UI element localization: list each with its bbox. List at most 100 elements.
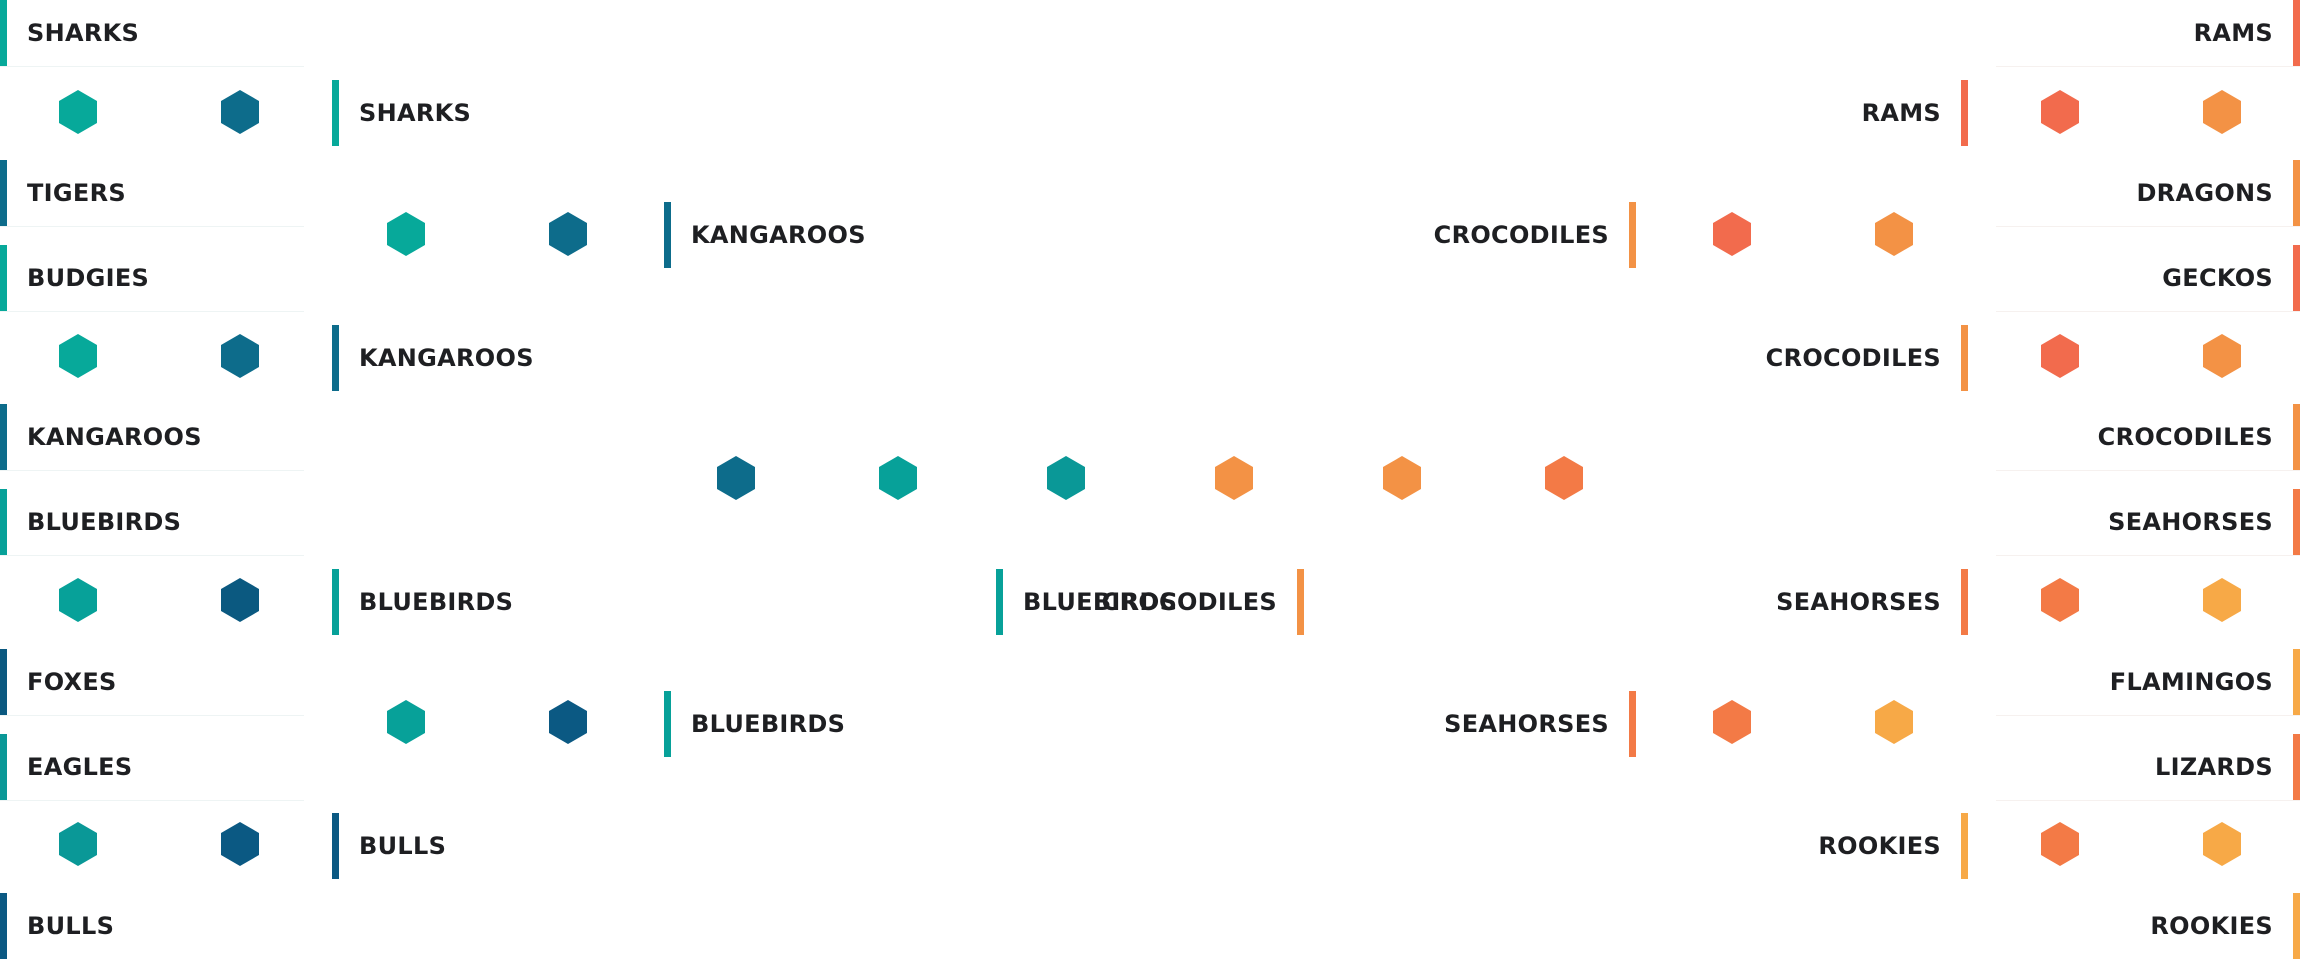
team-name: SEAHORSES xyxy=(1776,588,1941,616)
team-color-bar xyxy=(332,813,339,879)
team-name: KANGAROOS xyxy=(27,423,202,451)
match-node-final-2[interactable] xyxy=(1046,455,1086,501)
team-color-bar xyxy=(2293,489,2300,555)
team-right-r1-1[interactable]: DRAGONS xyxy=(1996,160,2300,226)
team-name: CROCODILES xyxy=(1765,344,1941,372)
team-right-r1-0[interactable]: RAMS xyxy=(1996,0,2300,66)
team-right-r1-3[interactable]: CROCODILES xyxy=(1996,404,2300,470)
team-name: BLUEBIRDS xyxy=(359,588,514,616)
match-node-left-r2-0-a[interactable] xyxy=(386,211,426,257)
team-right-r1-2[interactable]: GECKOS xyxy=(1996,245,2300,311)
team-name: ROOKIES xyxy=(1818,832,1941,860)
team-color-bar xyxy=(1961,325,1968,391)
team-left-r1-6[interactable]: EAGLES xyxy=(0,734,304,800)
match-node-left-r1-3-b[interactable] xyxy=(220,821,260,867)
match-node-left-r2-0-b[interactable] xyxy=(548,211,588,257)
team-name: KANGAROOS xyxy=(691,221,866,249)
team-color-bar xyxy=(1961,80,1968,146)
match-node-left-r1-2-b[interactable] xyxy=(220,577,260,623)
match-node-left-r1-1-a[interactable] xyxy=(58,333,98,379)
team-name: BULLS xyxy=(27,912,115,940)
team-left-r2-2[interactable]: BLUEBIRDS xyxy=(332,569,672,635)
team-color-bar xyxy=(996,569,1003,635)
team-left-r1-4[interactable]: BLUEBIRDS xyxy=(0,489,304,555)
match-node-right-r2-0-a[interactable] xyxy=(1712,211,1752,257)
team-left-r4-0[interactable]: BLUEBIRDS xyxy=(996,569,1336,635)
team-right-r2-0[interactable]: RAMS xyxy=(1628,80,1968,146)
team-right-r1-6[interactable]: LIZARDS xyxy=(1996,734,2300,800)
team-right-r1-4[interactable]: SEAHORSES xyxy=(1996,489,2300,555)
team-name: FOXES xyxy=(27,668,117,696)
team-color-bar xyxy=(2293,893,2300,959)
team-color-bar xyxy=(332,569,339,635)
team-color-bar xyxy=(0,649,7,715)
match-node-right-r1-3-a[interactable] xyxy=(2040,821,2080,867)
team-color-bar xyxy=(1297,569,1304,635)
match-node-left-r2-1-a[interactable] xyxy=(386,699,426,745)
team-right-r4-0[interactable]: CROCODILES xyxy=(964,569,1304,635)
match-node-right-r1-2-b[interactable] xyxy=(2202,577,2242,623)
team-color-bar xyxy=(0,893,7,959)
team-right-r3-0[interactable]: CROCODILES xyxy=(1296,202,1636,268)
team-color-bar xyxy=(2293,404,2300,470)
team-right-r2-1[interactable]: CROCODILES xyxy=(1628,325,1968,391)
team-name: BLUEBIRDS xyxy=(1023,588,1178,616)
match-node-final-0[interactable] xyxy=(716,455,756,501)
team-name: BUDGIES xyxy=(27,264,150,292)
team-name: LIZARDS xyxy=(2155,753,2273,781)
team-name: KANGAROOS xyxy=(359,344,534,372)
team-name: SHARKS xyxy=(27,19,140,47)
team-name: BLUEBIRDS xyxy=(691,710,846,738)
team-right-r2-3[interactable]: ROOKIES xyxy=(1628,813,1968,879)
match-node-left-r1-3-a[interactable] xyxy=(58,821,98,867)
match-node-right-r2-0-b[interactable] xyxy=(1874,211,1914,257)
team-color-bar xyxy=(2293,649,2300,715)
team-left-r1-3[interactable]: KANGAROOS xyxy=(0,404,304,470)
team-left-r3-1[interactable]: BLUEBIRDS xyxy=(664,691,1004,757)
team-color-bar xyxy=(0,734,7,800)
team-color-bar xyxy=(2293,160,2300,226)
team-left-r1-5[interactable]: FOXES xyxy=(0,649,304,715)
team-right-r3-1[interactable]: SEAHORSES xyxy=(1296,691,1636,757)
team-right-r2-2[interactable]: SEAHORSES xyxy=(1628,569,1968,635)
match-node-right-r1-0-a[interactable] xyxy=(2040,89,2080,135)
match-node-left-r1-0-b[interactable] xyxy=(220,89,260,135)
team-name: RAMS xyxy=(1861,99,1941,127)
team-name: EAGLES xyxy=(27,753,133,781)
team-left-r3-0[interactable]: KANGAROOS xyxy=(664,202,1004,268)
team-left-r1-7[interactable]: BULLS xyxy=(0,893,304,959)
team-color-bar xyxy=(2293,734,2300,800)
match-node-left-r1-1-b[interactable] xyxy=(220,333,260,379)
team-left-r1-0[interactable]: SHARKS xyxy=(0,0,304,66)
team-name: TIGERS xyxy=(27,179,126,207)
team-color-bar xyxy=(1629,202,1636,268)
match-node-right-r2-1-b[interactable] xyxy=(1874,699,1914,745)
match-node-final-3[interactable] xyxy=(1214,455,1254,501)
team-name: SEAHORSES xyxy=(1444,710,1609,738)
match-node-right-r1-2-a[interactable] xyxy=(2040,577,2080,623)
match-node-right-r1-0-b[interactable] xyxy=(2202,89,2242,135)
match-node-left-r1-0-a[interactable] xyxy=(58,89,98,135)
team-left-r2-0[interactable]: SHARKS xyxy=(332,80,672,146)
match-node-final-5[interactable] xyxy=(1544,455,1584,501)
match-node-right-r1-3-b[interactable] xyxy=(2202,821,2242,867)
team-right-r1-7[interactable]: ROOKIES xyxy=(1996,893,2300,959)
match-node-final-1[interactable] xyxy=(878,455,918,501)
team-color-bar xyxy=(0,245,7,311)
team-color-bar xyxy=(1961,569,1968,635)
match-node-right-r1-1-a[interactable] xyxy=(2040,333,2080,379)
team-left-r1-1[interactable]: TIGERS xyxy=(0,160,304,226)
team-left-r2-1[interactable]: KANGAROOS xyxy=(332,325,672,391)
team-left-r1-2[interactable]: BUDGIES xyxy=(0,245,304,311)
team-left-r2-3[interactable]: BULLS xyxy=(332,813,672,879)
team-color-bar xyxy=(1961,813,1968,879)
match-node-final-4[interactable] xyxy=(1382,455,1422,501)
match-node-left-r2-1-b[interactable] xyxy=(548,699,588,745)
match-node-right-r2-1-a[interactable] xyxy=(1712,699,1752,745)
match-node-left-r1-2-a[interactable] xyxy=(58,577,98,623)
team-right-r1-5[interactable]: FLAMINGOS xyxy=(1996,649,2300,715)
match-node-right-r1-1-b[interactable] xyxy=(2202,333,2242,379)
team-name: BLUEBIRDS xyxy=(27,508,182,536)
team-name: CROCODILES xyxy=(2097,423,2273,451)
